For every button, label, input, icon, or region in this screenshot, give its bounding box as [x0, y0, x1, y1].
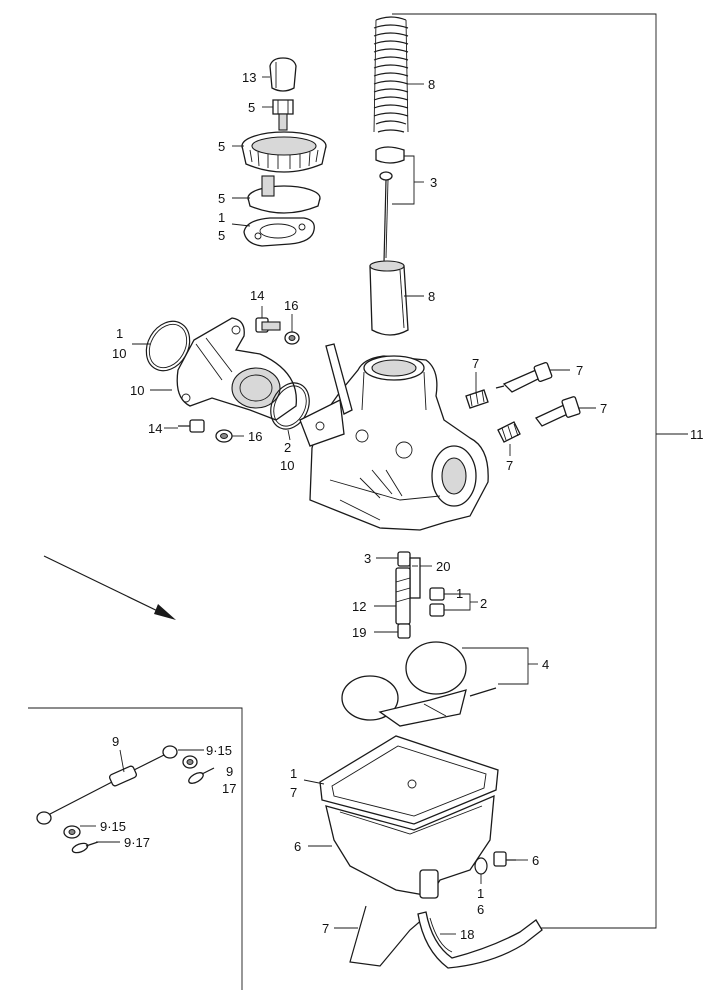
label-3-slowjet: 3 [364, 551, 371, 566]
label-7-spring-lower: 7 [506, 458, 513, 473]
label-3-needle: 3 [430, 175, 437, 190]
label-14-top: 14 [250, 288, 264, 303]
label-1-gasket: 1 [218, 210, 225, 225]
label-10-oring: 10 [112, 346, 126, 361]
o-ring-1-6 [474, 857, 488, 875]
bolt-14-top [255, 317, 281, 333]
float-chamber-gasket-1-7 [319, 735, 499, 825]
label-1-oring: 1 [116, 326, 123, 341]
cotter-pin-9-17-upper [188, 767, 215, 784]
label-9-pin: 9 [226, 764, 233, 779]
top-ring-nut-5 [241, 131, 327, 173]
cable-adjuster-13 [269, 57, 297, 92]
label-16-top: 16 [284, 298, 298, 313]
reference-labels: 13 5 5 5 1 5 8 3 8 14 16 1 10 10 7 7 7 7… [100, 70, 704, 942]
float-valve-20 [409, 557, 421, 599]
label-6-chamber: 6 [294, 839, 301, 854]
float-4 [341, 641, 497, 727]
tube-clip-7 [349, 905, 425, 967]
label-5-gasket: 5 [218, 228, 225, 243]
label-1-seat: 1 [456, 586, 463, 601]
drain-screw-6 [493, 851, 516, 867]
label-1-chamber-gasket: 1 [290, 766, 297, 781]
leader-lines [80, 76, 596, 935]
needle-clip-3 [375, 146, 405, 164]
throttle-valve-8 [369, 260, 409, 336]
label-13: 13 [242, 70, 256, 85]
washer-9-15-upper [182, 755, 198, 769]
pilot-screw-7 [495, 362, 553, 393]
label-7-pilot-screw: 7 [576, 363, 583, 378]
label-17: 17 [222, 781, 236, 796]
spring-7-lower [497, 421, 521, 443]
float-chamber-6 [325, 779, 495, 899]
label-18: 18 [460, 927, 474, 942]
label-10-insulator: 10 [130, 383, 144, 398]
direction-arrow [43, 555, 176, 620]
insulator-10 [176, 317, 297, 421]
label-12: 12 [352, 599, 366, 614]
label-7-stop-screw: 7 [600, 401, 607, 416]
washer-16-top [284, 331, 300, 345]
label-16-bottom: 16 [248, 429, 262, 444]
label-9-15-upper: 9·15 [206, 743, 232, 758]
washer-16-bottom [215, 429, 233, 443]
label-6-drain-oring: 6 [477, 902, 484, 917]
label-9-15-lower: 9·15 [100, 819, 126, 834]
label-5-ringnut: 5 [218, 139, 225, 154]
main-jet-19 [397, 623, 411, 639]
drain-tube-18 [417, 911, 543, 969]
throttle-spring-8 [373, 16, 409, 133]
throttle-stop-screw-7 [534, 396, 581, 427]
jet-needle-3 [379, 171, 393, 263]
needle-jet-holder-12 [395, 567, 411, 625]
bolt-14-bottom [178, 419, 205, 433]
inset-frame [28, 707, 243, 990]
label-4: 4 [542, 657, 549, 672]
label-9-17-lower: 9·17 [124, 835, 150, 850]
carburetor-body [299, 343, 489, 531]
label-6-drain-screw: 6 [532, 853, 539, 868]
spring-7-upper [465, 389, 489, 409]
slow-jet-3 [397, 551, 411, 567]
cotter-pin-9-17-lower [71, 841, 99, 854]
label-8-valve: 8 [428, 289, 435, 304]
washer-9-15-lower [63, 825, 81, 839]
label-8-spring: 8 [428, 77, 435, 92]
label-20: 20 [436, 559, 450, 574]
label-1-drain-oring: 1 [477, 886, 484, 901]
label-9-cable: 9 [112, 734, 119, 749]
gasket-1-5 [243, 217, 315, 247]
top-cap-5 [247, 175, 321, 214]
label-2-oring: 2 [284, 440, 291, 455]
label-7-spring-upper: 7 [472, 356, 479, 371]
assembly-bracket-11 [392, 13, 688, 929]
valve-seat-1-2 [429, 587, 445, 617]
lock-nut-5 [272, 99, 294, 131]
label-2-seat: 2 [480, 596, 487, 611]
label-19: 19 [352, 625, 366, 640]
throttle-cable-9 [36, 745, 178, 825]
label-7-clip: 7 [322, 921, 329, 936]
label-10-oring-right: 10 [280, 458, 294, 473]
label-7-chamber-gasket: 7 [290, 785, 297, 800]
label-11: 11 [690, 427, 704, 442]
label-5-locknut: 5 [248, 100, 255, 115]
o-ring-2-10 [270, 382, 310, 430]
label-5-cap: 5 [218, 191, 225, 206]
label-14-bottom: 14 [148, 421, 162, 436]
